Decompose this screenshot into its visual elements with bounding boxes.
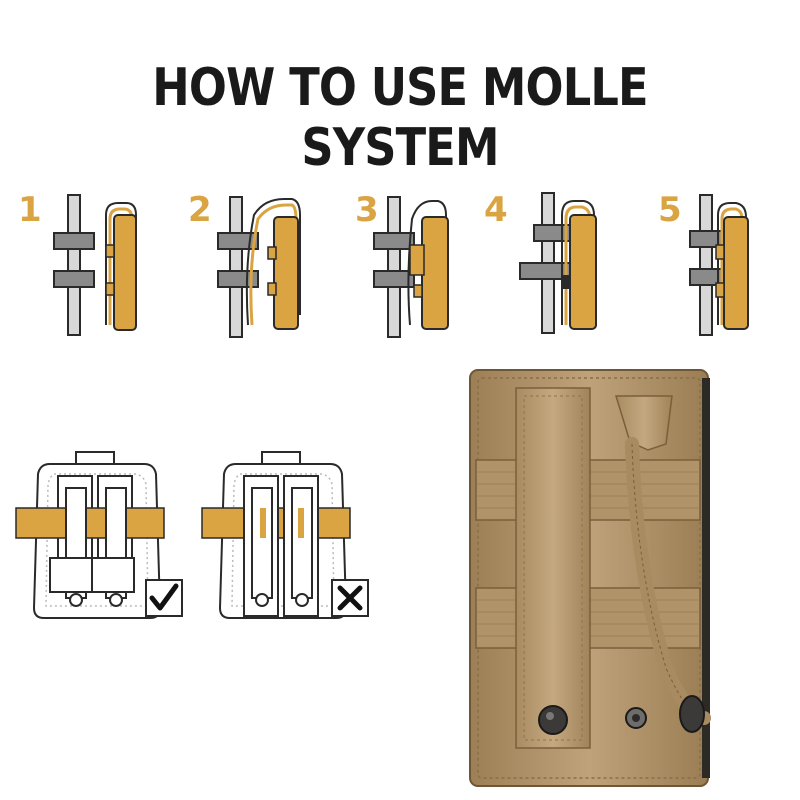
step-3-illustration xyxy=(373,196,449,338)
correct-mounting-diagram xyxy=(15,451,183,619)
x-mark-icon xyxy=(337,585,363,611)
incorrect-mounting-diagram xyxy=(201,451,369,619)
pouch-product-photo xyxy=(469,369,711,787)
step-3-number: 3 xyxy=(355,190,379,230)
step-4-number: 4 xyxy=(484,190,508,230)
snap-button-icon xyxy=(538,705,568,735)
page-title: HOW TO USE MOLLE SYSTEM xyxy=(152,58,648,178)
step-5-number: 5 xyxy=(658,190,682,230)
step-2-number: 2 xyxy=(188,190,212,230)
step-4-illustration xyxy=(519,192,597,334)
step-2-illustration xyxy=(217,196,301,338)
step-1-number: 1 xyxy=(18,190,42,230)
step-1-illustration xyxy=(53,194,137,336)
step-5-illustration xyxy=(689,194,749,336)
checkmark-icon xyxy=(149,583,179,611)
